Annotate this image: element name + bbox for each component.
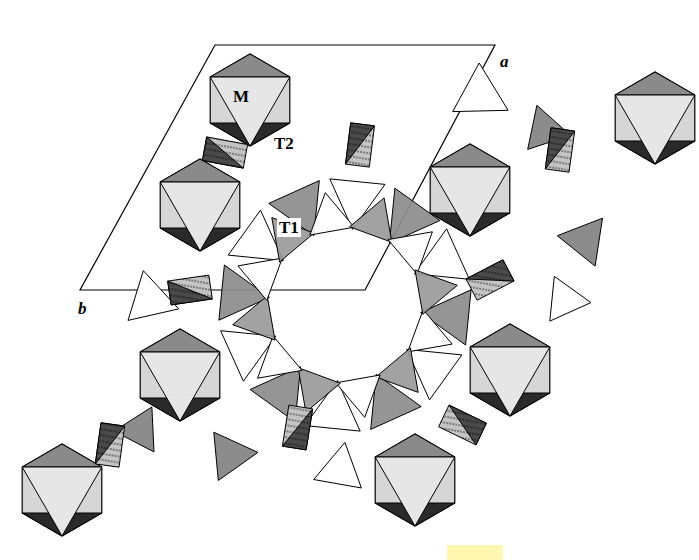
t2-face	[449, 405, 486, 445]
octahedron-outline	[22, 444, 102, 536]
octahedron-face	[375, 457, 455, 526]
octahedron-outline	[375, 434, 455, 526]
t1-tetrahedron	[298, 368, 340, 412]
axis-label: b	[78, 300, 87, 317]
axis-label: a	[500, 53, 509, 70]
t1-tetrahedron	[415, 270, 457, 314]
t2-tetrahedron	[545, 128, 574, 172]
octahedron-face	[22, 467, 102, 536]
t1-tetrahedron	[336, 375, 380, 417]
m-octahedron	[375, 434, 455, 526]
polyhedra	[22, 54, 695, 536]
t2-face	[466, 260, 514, 281]
t2-face	[545, 128, 574, 169]
t2-face	[202, 137, 243, 168]
t2-face	[168, 281, 213, 305]
tetrahedron	[550, 276, 591, 321]
t2-tetrahedron	[346, 123, 375, 167]
t2-tetrahedron	[168, 275, 213, 305]
site-label: T1	[277, 218, 301, 237]
t1-tetrahedron	[388, 232, 432, 274]
highlight-mark	[447, 545, 503, 560]
t1-tetrahedron	[272, 218, 314, 262]
octahedron-face	[470, 347, 550, 416]
octahedron-outline	[140, 329, 220, 421]
octahedron-outline	[615, 72, 695, 164]
octahedron-face	[615, 72, 695, 95]
t2-face	[95, 423, 124, 467]
t2-face	[346, 123, 375, 164]
octahedron-face	[160, 182, 240, 251]
t1-tetrahedron	[310, 193, 354, 235]
m-octahedron	[615, 72, 695, 164]
m-octahedron	[160, 159, 240, 251]
tetrahedron	[214, 432, 258, 480]
t1-tetrahedron	[238, 258, 282, 300]
m-octahedron	[430, 144, 510, 236]
t1-tetrahedron	[258, 336, 302, 378]
tetrahedron	[453, 63, 508, 112]
octahedron-face	[615, 95, 695, 164]
t2-tetrahedron	[466, 260, 514, 300]
t2-face	[545, 128, 574, 172]
octahedron-face	[430, 144, 510, 167]
octahedron-outline	[470, 324, 550, 416]
t2-face	[282, 405, 312, 450]
t2-tetrahedron	[282, 405, 312, 450]
m-octahedron	[470, 324, 550, 416]
octahedron-face	[430, 167, 510, 236]
t2-tetrahedron	[95, 423, 124, 467]
t2-face	[168, 275, 213, 305]
octahedron-face	[375, 434, 455, 457]
octahedron-outline	[160, 159, 240, 251]
t2-tetrahedron	[439, 405, 487, 445]
t2-tetrahedron	[202, 137, 247, 168]
t1-tetrahedron	[408, 310, 452, 352]
site-label: T2	[272, 134, 296, 153]
m-octahedron	[140, 329, 220, 421]
t2-face	[202, 137, 247, 168]
t1-tetrahedron	[376, 348, 418, 392]
t2-face	[282, 409, 312, 450]
octahedron-face	[210, 54, 290, 77]
t2-face	[439, 405, 487, 445]
site-label: M	[233, 88, 249, 105]
octahedron-outline	[210, 54, 290, 146]
t1-tetrahedron	[233, 296, 275, 340]
tetrahedron	[314, 442, 362, 488]
octahedron-face	[140, 352, 220, 421]
t2-face	[466, 260, 514, 300]
m-octahedron	[22, 444, 102, 536]
t2-face	[346, 123, 375, 167]
octahedron-outline	[430, 144, 510, 236]
t2-face	[95, 423, 124, 464]
octahedron-face	[140, 329, 220, 352]
m-octahedron	[210, 54, 290, 146]
octahedron-face	[22, 444, 102, 467]
tetrahedron	[557, 218, 602, 266]
t1-tetrahedron	[350, 198, 392, 242]
octahedron-face	[470, 324, 550, 347]
